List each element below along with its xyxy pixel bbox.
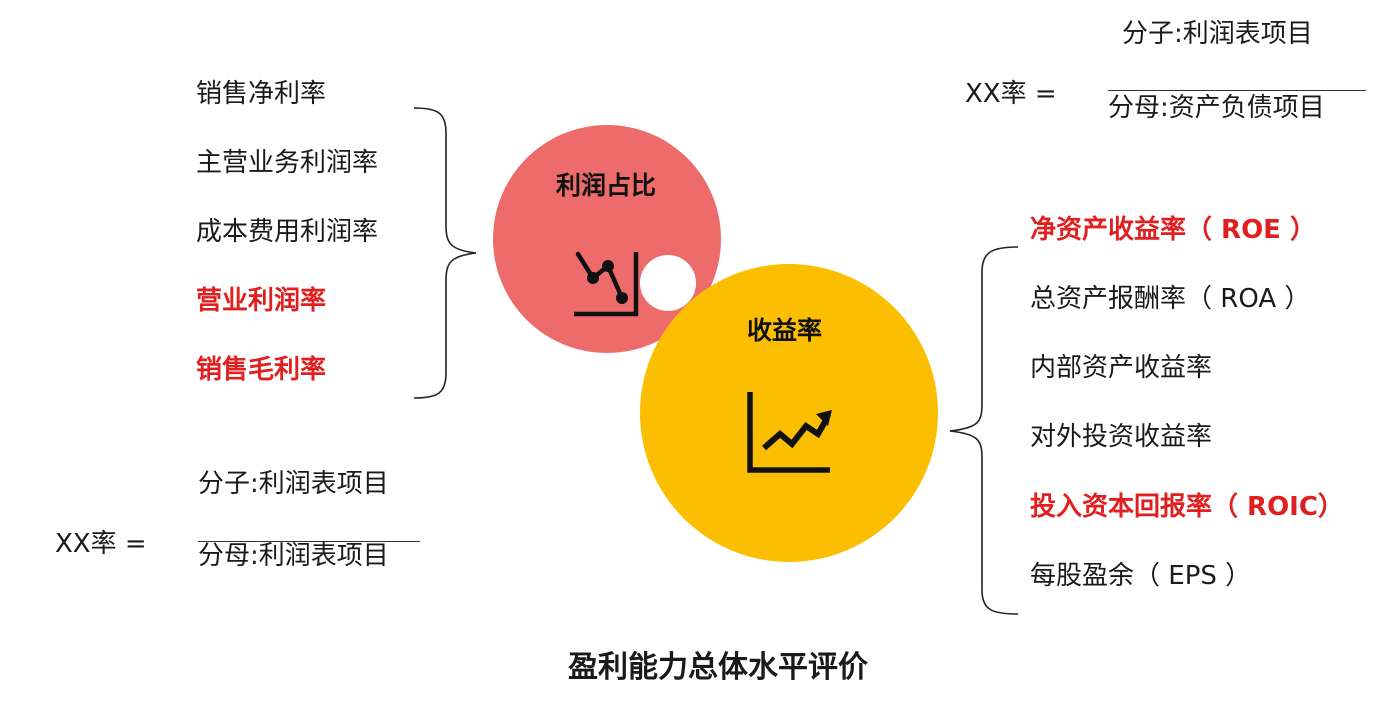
- right-metric-item: 总资产报酬率（ ROA ）: [1030, 284, 1311, 314]
- declining-chart-icon: [574, 251, 639, 317]
- formula-right-fraction-line: [1108, 90, 1366, 91]
- formula-left-lhs: XX率 =: [55, 529, 147, 559]
- return-rate-circle: [640, 264, 938, 562]
- formula-left-denominator: 分母:利润表项目: [198, 541, 389, 571]
- right-metric-item: 每股盈余（ EPS ）: [1030, 561, 1252, 591]
- right-metric-item: 内部资产收益率: [1030, 353, 1213, 383]
- return-rate-title: 收益率: [747, 316, 823, 345]
- circle-separator: [640, 255, 696, 311]
- right-metric-item: 投入资本回报率（ ROIC）: [1030, 492, 1344, 522]
- formula-right-denominator: 分母:资产负债项目: [1108, 93, 1325, 123]
- right-metric-item: 对外投资收益率: [1030, 422, 1213, 452]
- formula-right-lhs: XX率 =: [965, 79, 1057, 109]
- left-metric-item: 销售毛利率: [196, 355, 327, 385]
- left-brace: [413, 107, 477, 399]
- left-metric-item: 成本费用利润率: [196, 217, 379, 247]
- left-metric-item: 主营业务利润率: [196, 148, 379, 178]
- rising-chart-icon: [747, 392, 832, 473]
- formula-left-fraction-line: [198, 541, 420, 542]
- page-title: 盈利能力总体水平评价: [568, 650, 868, 685]
- profit-ratio-title: 利润占比: [556, 171, 657, 200]
- formula-right-numerator: 分子:利润表项目: [1122, 19, 1313, 49]
- right-brace: [949, 246, 1019, 615]
- formula-left-numerator: 分子:利润表项目: [198, 469, 389, 499]
- left-metric-item: 营业利润率: [196, 286, 327, 316]
- left-metric-item: 销售净利率: [196, 79, 327, 109]
- right-metric-item: 净资产收益率（ ROE ）: [1030, 215, 1316, 245]
